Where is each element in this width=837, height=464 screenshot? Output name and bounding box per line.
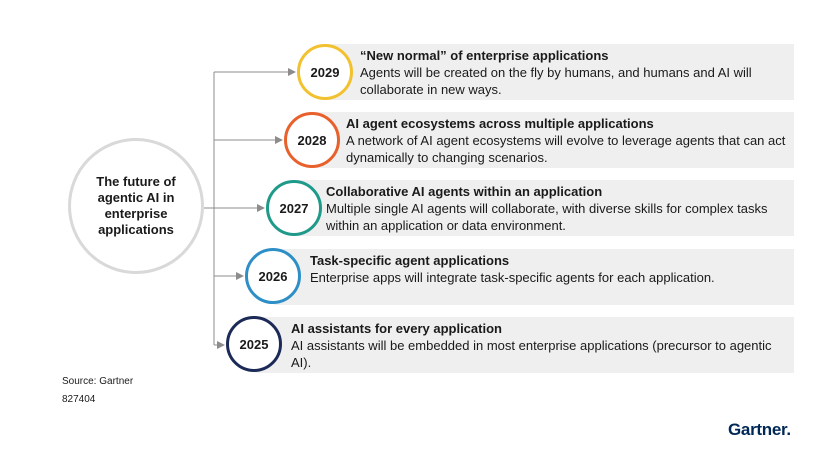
milestone-title: AI assistants for every application <box>291 321 502 336</box>
figure-id: 827404 <box>62 394 96 405</box>
logo-dot: . <box>786 420 791 439</box>
source-note: Source: Gartner <box>62 376 134 387</box>
milestone-panel-2028: AI agent ecosystems across multiple appl… <box>312 112 794 168</box>
hub-label: The future of agentic AI in enterprise a… <box>96 174 176 237</box>
year-badge-2026: 2026 <box>245 248 301 304</box>
milestone-panel-2025: AI assistants for every application AI a… <box>255 317 794 373</box>
year-label: 2029 <box>310 64 340 80</box>
year-label: 2027 <box>279 200 309 216</box>
gartner-logo: Gartner. <box>728 420 791 440</box>
milestone-description: Enterprise apps will integrate task-spec… <box>310 270 715 285</box>
year-label: 2026 <box>258 268 288 284</box>
milestone-description: Multiple single AI agents will collabora… <box>326 201 768 233</box>
hub-circle: The future of agentic AI in enterprise a… <box>68 138 204 274</box>
year-badge-2027: 2027 <box>266 180 322 236</box>
milestone-panel-2027: Collaborative AI agents within an applic… <box>294 180 794 236</box>
year-badge-2029: 2029 <box>297 44 353 100</box>
milestone-title: Task-specific agent applications <box>310 253 510 268</box>
milestone-title: “New normal” of enterprise applications <box>360 48 609 63</box>
logo-text: Gartner <box>728 420 787 439</box>
milestone-description: A network of AI agent ecosystems will ev… <box>346 133 786 165</box>
milestone-panel-2026: Task-specific agent applications Enterpr… <box>274 249 794 305</box>
milestone-panel-2029: “New normal” of enterprise applications … <box>326 44 794 100</box>
year-badge-2028: 2028 <box>284 112 340 168</box>
year-label: 2025 <box>239 336 269 352</box>
milestone-title: Collaborative AI agents within an applic… <box>326 184 603 199</box>
milestone-description: Agents will be created on the fly by hum… <box>360 65 752 97</box>
year-label: 2028 <box>297 132 327 148</box>
year-badge-2025: 2025 <box>226 316 282 372</box>
milestone-title: AI agent ecosystems across multiple appl… <box>346 116 654 131</box>
milestone-description: AI assistants will be embedded in most e… <box>291 338 772 370</box>
